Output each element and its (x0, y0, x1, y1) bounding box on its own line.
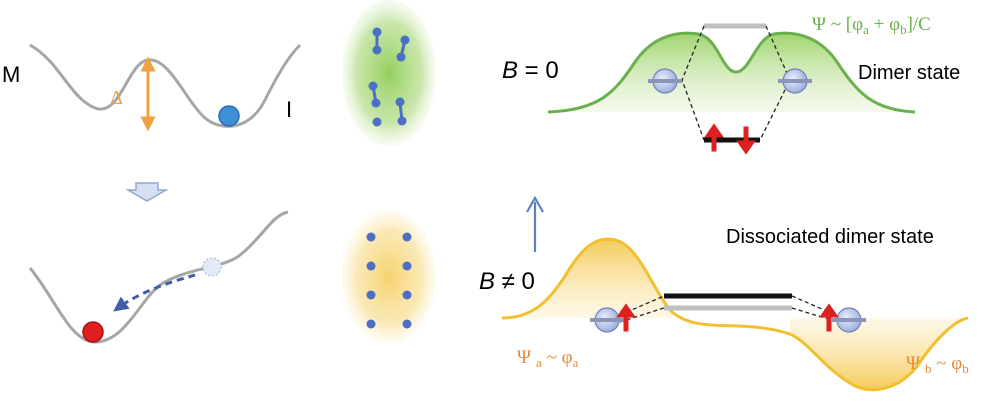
ghost-ball (202, 257, 222, 277)
lattice-site (372, 27, 382, 37)
particle-ball-blue (218, 105, 240, 127)
lattice-site (396, 52, 406, 62)
lattice-site (368, 81, 378, 91)
double-well-potential: M I Δ (2, 43, 302, 132)
atom-a-bottom (590, 307, 624, 333)
dimer-pairs (368, 27, 410, 127)
uniform-dots (366, 232, 412, 329)
lattice-site (395, 97, 405, 107)
field-symbol: B (479, 268, 495, 295)
dissociated-state-label: Dissociated dimer state (726, 226, 934, 248)
lattice-site (372, 117, 382, 127)
spin-up-arrow-a (616, 303, 636, 332)
lattice-site (366, 290, 376, 300)
yellow-ellipse (342, 210, 436, 344)
field-increase-arrow (526, 195, 544, 252)
lattice-site (372, 45, 382, 55)
roll-path-arrow (113, 273, 196, 312)
psi-a-lobe-fill (502, 239, 672, 318)
field-value: ≠ 0 (495, 268, 535, 295)
field-value: = 0 (518, 57, 559, 84)
spin-up-arrow-b (819, 303, 839, 332)
field-symbol: B (502, 57, 518, 84)
dimer-state-panel: B = 0 Dimer state Ψ ~ [φa + φb]/C (502, 14, 960, 155)
field-label-zero: B = 0 (502, 57, 559, 84)
dimerized-lattice (342, 0, 436, 146)
lattice-site (397, 116, 407, 126)
lattice-site (402, 290, 412, 300)
lattice-site (402, 261, 412, 271)
green-ellipse (342, 0, 436, 146)
down-arrow-icon (125, 182, 169, 202)
lattice-site (402, 319, 412, 329)
dimer-wavefunction-fill (548, 33, 915, 112)
atom-b-bottom (832, 307, 866, 333)
uniform-lattice (342, 210, 436, 344)
spin-down-arrow (736, 126, 756, 155)
label-m: M (2, 62, 20, 87)
tilted-curve (28, 210, 289, 344)
lattice-site (366, 232, 376, 242)
barrier-label: Δ (110, 87, 123, 109)
lattice-site (371, 98, 381, 108)
atom-a-top (648, 68, 682, 94)
lattice-site (366, 261, 376, 271)
dissociated-wavefunction-curve (501, 237, 969, 392)
dimer-state-label: Dimer state (858, 62, 960, 84)
spin-up-arrow (704, 123, 724, 152)
field-label-nonzero: B ≠ 0 (479, 268, 535, 295)
potential-curve (29, 43, 302, 128)
tilted-potential (28, 210, 289, 344)
label-i: I (286, 97, 292, 122)
dimer-wavefunction-label: Ψ ~ [φa + φb]/C (812, 14, 931, 37)
lattice-site (400, 35, 410, 45)
dimer-wavefunction-curve (547, 31, 916, 114)
particle-ball-red (82, 321, 104, 343)
atom-b-top (778, 68, 812, 94)
lattice-site (402, 232, 412, 242)
lattice-site (366, 319, 376, 329)
transition-arrow-down (125, 182, 169, 202)
